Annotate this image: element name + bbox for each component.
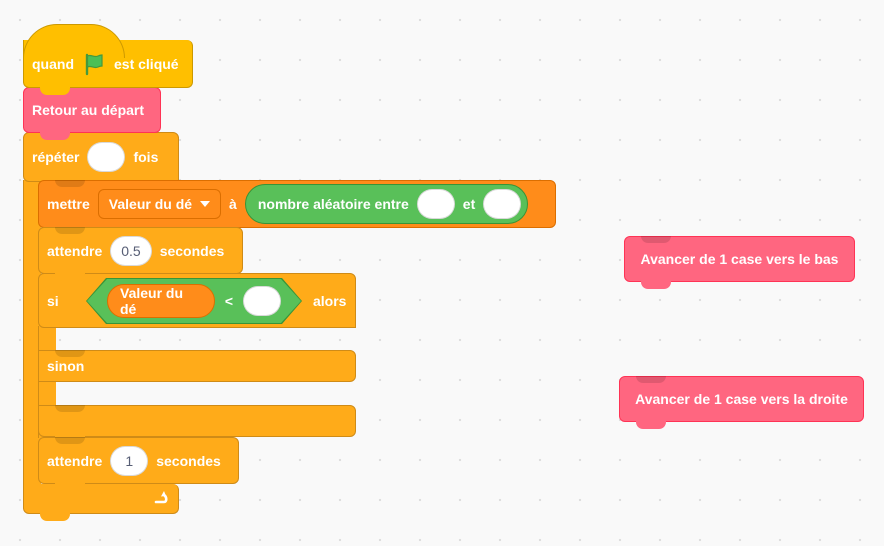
when-flag-clicked-block[interactable]: quand est cliqué bbox=[23, 24, 193, 95]
loop-arrow-icon bbox=[154, 491, 168, 504]
set-variable-block[interactable]: mettre Valeur du dé à nombre aléatoire e… bbox=[38, 180, 556, 235]
reset-label: Retour au départ bbox=[32, 102, 145, 118]
random-from-input[interactable] bbox=[416, 189, 455, 219]
set-label: mettre bbox=[47, 196, 90, 212]
wait-label: attendre bbox=[47, 242, 103, 259]
repeat-bottom-arm bbox=[23, 484, 179, 521]
variable-reporter[interactable]: Valeur du dé bbox=[107, 284, 215, 318]
variable-dropdown-label: Valeur du dé bbox=[108, 196, 193, 212]
less-than-boolean[interactable]: Valeur du dé < bbox=[87, 279, 301, 323]
less-than-operator: < bbox=[224, 293, 233, 309]
wait-block-1[interactable]: attendre 0.5 secondes bbox=[38, 227, 243, 281]
clicked-label: est cliqué bbox=[114, 55, 179, 72]
repeat-count-input[interactable] bbox=[87, 142, 126, 172]
chevron-down-icon bbox=[200, 201, 211, 207]
when-label: quand bbox=[32, 55, 74, 72]
seconds-label: secondes bbox=[156, 452, 221, 469]
else-label: sinon bbox=[47, 358, 85, 374]
random-label: nombre aléatoire entre bbox=[257, 196, 409, 212]
move-right-label: Avancer de 1 case vers la droite bbox=[635, 391, 848, 407]
if-label: si bbox=[47, 292, 59, 309]
move-right-custom-block[interactable]: Avancer de 1 case vers la droite bbox=[619, 376, 864, 429]
variable-reporter-label: Valeur du dé bbox=[120, 285, 184, 317]
repeat-side bbox=[23, 180, 41, 490]
to-label: à bbox=[229, 196, 237, 212]
wait-label: attendre bbox=[47, 452, 103, 469]
green-flag-icon bbox=[85, 53, 103, 75]
then-label: alors bbox=[313, 292, 347, 309]
seconds-label: secondes bbox=[159, 242, 225, 259]
variable-dropdown[interactable]: Valeur du dé bbox=[97, 189, 222, 219]
move-down-label: Avancer de 1 case vers le bas bbox=[640, 251, 839, 267]
repeat-label: répéter bbox=[32, 149, 80, 165]
wait-seconds-input[interactable]: 0.5 bbox=[110, 235, 152, 266]
times-label: fois bbox=[133, 149, 159, 165]
wait-seconds-input[interactable]: 1 bbox=[110, 445, 149, 476]
move-down-custom-block[interactable]: Avancer de 1 case vers le bas bbox=[624, 236, 855, 289]
random-number-reporter[interactable]: nombre aléatoire entre et bbox=[244, 184, 529, 224]
random-to-input[interactable] bbox=[483, 189, 522, 219]
and-label: et bbox=[462, 196, 476, 212]
wait-block-2[interactable]: attendre 1 secondes bbox=[38, 437, 239, 491]
hat-cap bbox=[23, 24, 125, 58]
if-else-bottom-arm bbox=[38, 405, 356, 444]
else-arm: sinon bbox=[38, 350, 356, 382]
if-else-block[interactable]: si Valeur du dé < alors bbox=[38, 273, 356, 328]
compare-value-input[interactable] bbox=[243, 286, 281, 316]
